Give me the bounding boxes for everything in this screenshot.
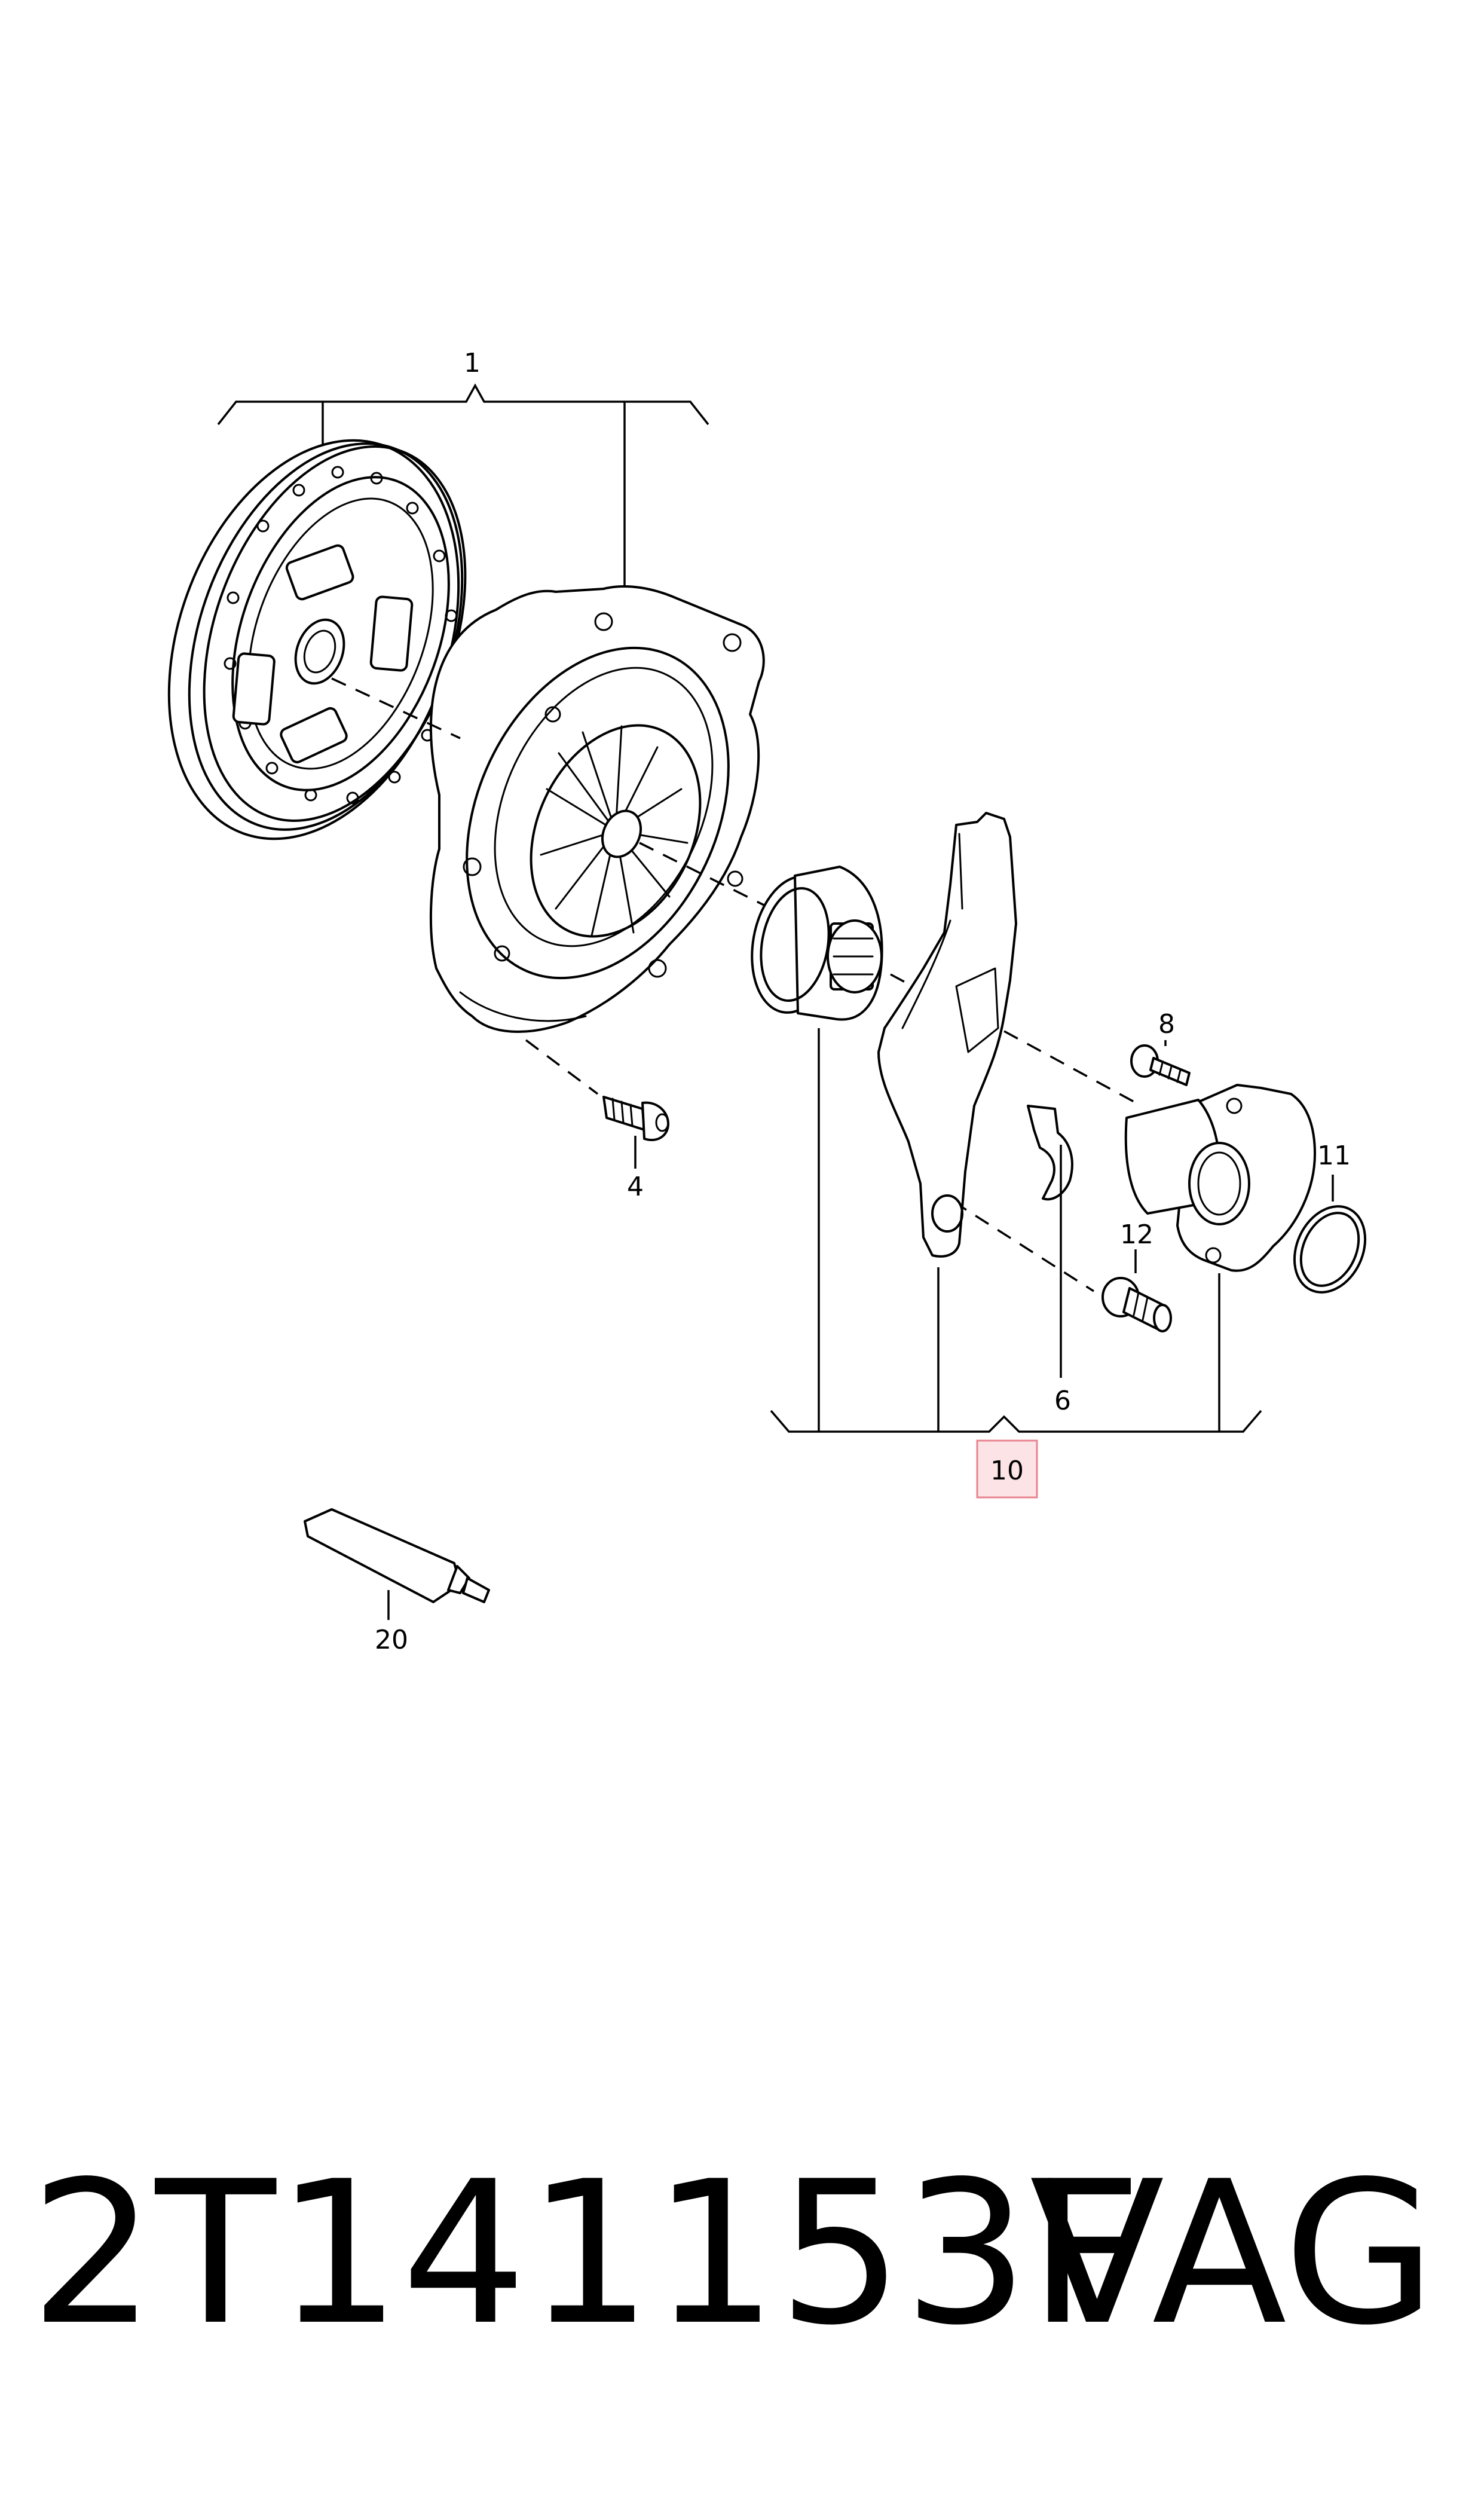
callout-12[interactable]: 12 — [1120, 1219, 1153, 1250]
callout-8[interactable]: 8 — [1158, 1009, 1175, 1040]
callout-20[interactable]: 20 — [375, 1625, 408, 1655]
bolt-4 — [602, 1096, 669, 1141]
callout-11[interactable]: 11 — [1317, 1141, 1351, 1171]
bracket-10 — [770, 1028, 1262, 1433]
callout-4[interactable]: 4 — [627, 1172, 644, 1202]
guide-sleeve — [1124, 1084, 1316, 1272]
callout-10[interactable]: 10 — [990, 1456, 1024, 1486]
callout-1[interactable]: 1 — [464, 348, 481, 378]
retaining-clip-6 — [1027, 1105, 1073, 1201]
release-bearing — [751, 866, 883, 1021]
pressure-plate — [429, 585, 765, 1034]
center-axis — [331, 677, 1142, 1292]
part-number: 2T141153F — [30, 2139, 1143, 2368]
bracket-1 — [217, 383, 709, 589]
callout-10-highlight — [976, 1439, 1038, 1499]
bolt-8 — [1130, 1044, 1191, 1086]
callout-6[interactable]: 6 — [1054, 1386, 1071, 1416]
grease-tube-20 — [304, 1508, 490, 1603]
clutch-disc — [167, 439, 467, 840]
footer: 2T141153F VAG — [0, 2128, 1484, 2379]
o-ring-11 — [1293, 1205, 1367, 1294]
release-fork — [877, 812, 1017, 1258]
bolt-12 — [1101, 1277, 1172, 1332]
brand-name: VAG — [1029, 2139, 1436, 2368]
damper-springs — [232, 544, 414, 764]
